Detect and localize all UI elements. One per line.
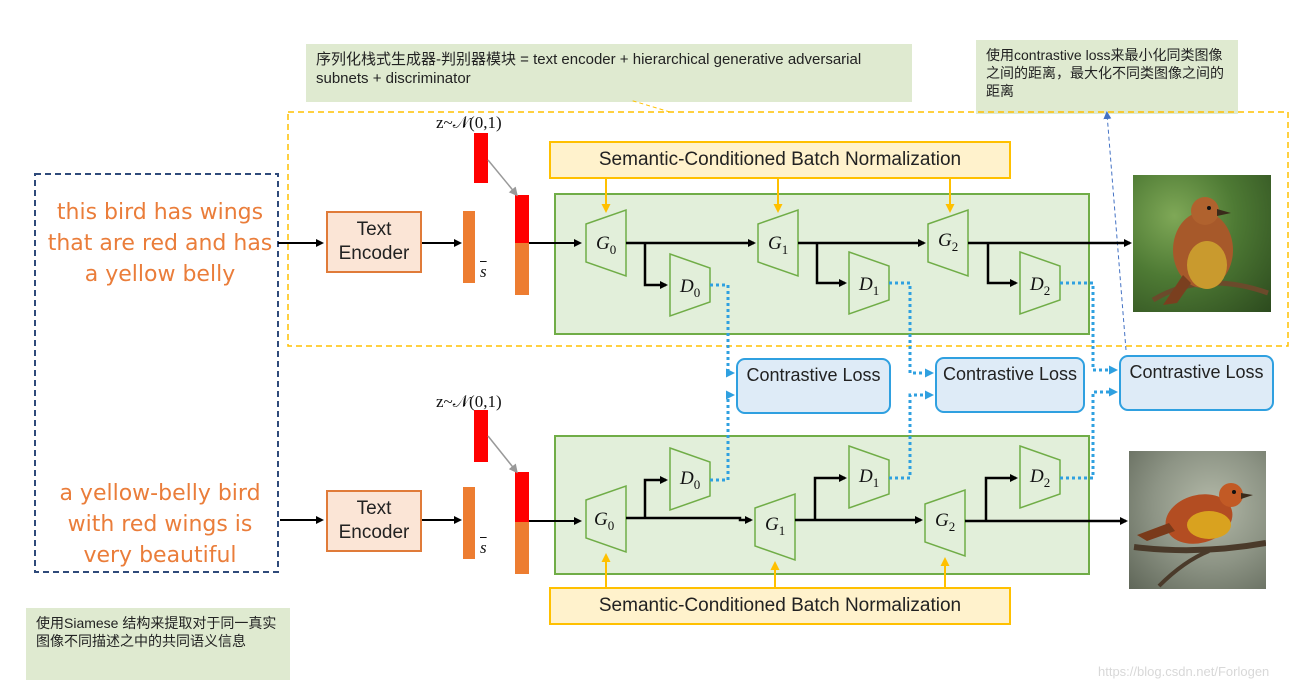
bottom-sentence-vector-label: s	[480, 538, 487, 557]
top-g2-d2-arrow	[986, 243, 1018, 287]
top-sentence-vector-label: s	[480, 262, 487, 281]
bottom-output-bird-image	[1129, 451, 1266, 589]
top-generator-0	[585, 208, 627, 278]
bottom-gan-box	[554, 435, 1090, 575]
top-text-prompt: this bird has wings that are red and has…	[47, 200, 273, 287]
top-discriminator-2	[1019, 250, 1061, 316]
bottom-d1-contrastive-link	[889, 390, 934, 480]
bottom-discriminator-0-label: D0	[680, 468, 701, 492]
bottom-concat-embed-part	[515, 522, 529, 574]
top-sentence-bar	[463, 211, 475, 283]
bottom-generator-1-label: G1	[765, 514, 786, 538]
top-output-bird-image	[1133, 175, 1271, 312]
bottom-text-prompt: a yellow-belly bird with red wings is ve…	[59, 481, 261, 568]
top-g0-d0-arrow	[643, 243, 668, 289]
bottom-discriminator-2	[1019, 444, 1061, 510]
bottom-discriminator-0	[669, 446, 711, 512]
top-module-dashed-box	[287, 111, 1289, 347]
top-generator-1	[757, 208, 799, 278]
top-gan-box	[554, 193, 1090, 335]
note-top-connector	[629, 99, 671, 113]
bottom-sentence-bar	[463, 487, 475, 559]
bottom-noise-label: z~𝒩(0,1)	[436, 392, 502, 411]
top-generator-2	[927, 208, 969, 278]
bottom-g1-d1-arrow	[813, 474, 847, 520]
watermark: https://blog.csdn.net/Forlogen	[1098, 664, 1270, 679]
top-text-encoder: Text Encoder	[326, 211, 422, 273]
top-generator-1-label: G1	[768, 233, 789, 257]
top-noise-arrow	[487, 159, 518, 197]
bottom-d0-contrastive-link	[710, 390, 735, 482]
top-concat-embed-part	[515, 243, 529, 295]
top-generator-0-label: G0	[596, 233, 617, 257]
top-d1-contrastive-link	[889, 281, 934, 378]
top-discriminator-1-label: D1	[859, 274, 880, 298]
bottom-generator-0-label: G0	[594, 509, 615, 533]
bottom-g0-d0-arrow	[643, 476, 668, 518]
note-top: 序列化栈式生成器-判别器模块 = text encoder + hierarch…	[306, 44, 912, 102]
bottom-discriminator-1-label: D1	[859, 466, 880, 490]
top-discriminator-1	[848, 250, 890, 316]
bottom-discriminator-1	[848, 444, 890, 510]
top-noise-bar	[474, 133, 488, 183]
top-discriminator-0	[669, 252, 711, 318]
top-generator-2-label: G2	[938, 230, 959, 254]
bottom-generator-1	[754, 492, 796, 562]
contrastive-loss-2: Contrastive Loss	[1119, 355, 1274, 411]
note-bottom: 使用Siamese 结构来提取对于同一真实图像不同描述之中的共同语义信息	[26, 608, 290, 680]
bottom-generator-0	[585, 484, 627, 554]
top-noise-label: z~𝒩(0,1)	[436, 113, 502, 132]
top-g1-d1-arrow	[815, 243, 847, 287]
bottom-text-encoder: Text Encoder	[326, 490, 422, 552]
bottom-noise-bar	[474, 410, 488, 462]
note-right: 使用contrastive loss来最小化同类图像之间的距离，最大化不同类图像…	[976, 40, 1238, 114]
top-discriminator-0-label: D0	[680, 276, 701, 300]
bottom-generator-2-label: G2	[935, 510, 956, 534]
top-scbn-box: Semantic-Conditioned Batch Normalization	[549, 141, 1011, 179]
bottom-noise-arrow	[487, 435, 518, 474]
bottom-discriminator-2-label: D2	[1030, 466, 1051, 490]
contrastive-loss-0: Contrastive Loss	[736, 358, 891, 414]
top-d0-contrastive-link	[710, 283, 735, 378]
prompt-group-dashed-box	[34, 173, 279, 573]
contrastive-loss-1: Contrastive Loss	[935, 357, 1085, 413]
note-right-connector	[1103, 111, 1127, 351]
bottom-scbn-box: Semantic-Conditioned Batch Normalization	[549, 587, 1011, 625]
bottom-generator-2	[924, 488, 966, 558]
top-discriminator-2-label: D2	[1030, 274, 1051, 298]
bottom-g0-g1-arrow	[626, 516, 753, 524]
bottom-g2-d2-arrow	[984, 474, 1018, 520]
